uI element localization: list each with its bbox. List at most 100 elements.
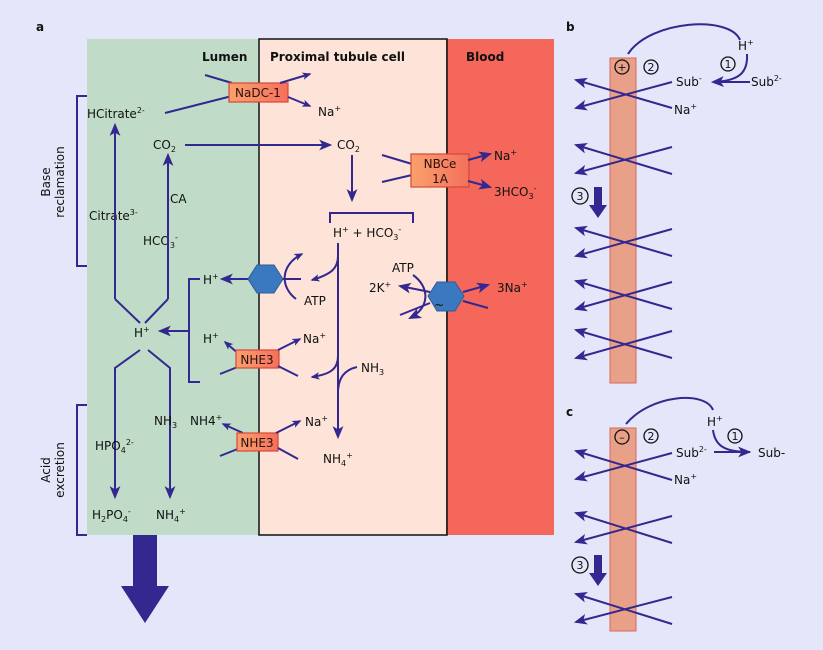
nhe3b-na-arrow [275, 420, 302, 434]
nhe3-h-in-line [277, 365, 299, 377]
svg-text:1: 1 [732, 430, 739, 443]
hpo4-label: HPO42- [95, 438, 134, 455]
nhe3-bottom-label: NHE3 [240, 436, 273, 450]
hpo4-to-h2po4-arrow [109, 349, 141, 500]
svg-text:2: 2 [648, 61, 655, 74]
sub-label-b: Sub- [676, 74, 702, 89]
carbonic-bracket [329, 212, 414, 223]
citrate-label: Citrate3- [89, 208, 138, 223]
cell-region [258, 38, 448, 536]
h-charge-arc-c [625, 397, 714, 425]
panel-c-label: c [566, 405, 573, 419]
atp-naK-label: ATP [392, 261, 414, 275]
step-1-marker-c [727, 428, 743, 444]
nbce-hco3-arrow [467, 178, 493, 190]
nh3-cell-label: NH3 [361, 361, 384, 377]
nadc-in-line-2 [164, 95, 233, 114]
na3-arrow [462, 282, 491, 294]
atp-naK-arrow [408, 274, 427, 319]
na-blood-label: Na+ [494, 148, 517, 163]
na-label-b: Na+ [674, 102, 697, 117]
nhe3b-nh4-in-line [277, 447, 299, 460]
ca-label: CA [170, 192, 187, 206]
positive-charge-marker [614, 59, 630, 75]
nhe3-top-label: NHE3 [240, 353, 273, 367]
svg-text:reclamation: reclamation [53, 146, 67, 217]
blood-title: Blood [466, 50, 504, 64]
base-reclamation-bracket [76, 95, 87, 267]
svg-text:3: 3 [577, 559, 584, 572]
h2po4-label: H2PO4- [92, 507, 131, 524]
nbce-in-line-1 [381, 154, 413, 165]
k-label: 2K+ [369, 280, 391, 295]
nh4-nhe-label: NH4+ [190, 413, 222, 428]
hco3-lumen-label: HCO3- [143, 233, 178, 250]
sub-label-c: Sub- [758, 446, 785, 460]
step-1-marker-b [720, 56, 736, 72]
nh4-cell-label: NH4+ [323, 451, 353, 468]
h-to-pump-arrow [310, 255, 339, 282]
h-label-b: H+ [738, 38, 754, 53]
hcitrate-label: HCitrate2- [87, 106, 145, 121]
svg-text:1: 1 [725, 58, 732, 71]
svg-text:excretion: excretion [53, 442, 67, 498]
na3-in-line [462, 300, 489, 309]
na-nhe2-label: Na+ [305, 414, 328, 429]
acid-excretion-label: Acid excretion [39, 442, 67, 498]
step-2-marker-b [643, 59, 659, 75]
h-center-label: H+ [134, 325, 150, 340]
h-pump-label: H+ [203, 272, 219, 287]
nadc-out-arrow-1 [279, 72, 312, 84]
step-3-arrow-b [589, 187, 607, 218]
nhe3-transporter-top [235, 349, 280, 369]
hco3-blood-label: 3HCO3- [494, 184, 537, 201]
negative-charge-marker [614, 429, 630, 445]
panel-a-label: a [36, 20, 44, 34]
nbce-label-1: NBCe [424, 157, 457, 171]
svg-text:–: – [619, 431, 625, 444]
nhe3-transporter-bottom [236, 432, 279, 452]
step-3-marker-c [571, 556, 589, 574]
nbce-in-line-2 [381, 174, 413, 183]
blood-region [447, 39, 554, 535]
lumen-title: Lumen [202, 50, 247, 64]
nbce1a-transporter [410, 153, 470, 188]
step-3-marker-b [571, 187, 589, 205]
acid-excretion-bracket [76, 404, 87, 536]
nadc-in-line-1 [204, 74, 233, 84]
h-label-c: H+ [707, 414, 723, 429]
h-charge-arc-b [627, 23, 741, 55]
svg-text:Base: Base [39, 167, 53, 196]
cotransport-arrows-b [573, 77, 673, 361]
panel-b-label: b [566, 20, 575, 34]
base-reclamation-label: Base reclamation [39, 146, 67, 217]
nbce-label-2: 1A [432, 172, 449, 186]
na-nadc-label: Na+ [318, 104, 341, 119]
h-nhe-label: H+ [203, 331, 219, 346]
hub-line-ur [144, 298, 169, 324]
h-pump-atp-arrow [283, 253, 304, 300]
nbce-na-arrow [467, 151, 493, 163]
excretion-arrow [121, 535, 169, 623]
na-nhe-label: Na+ [303, 331, 326, 346]
tilde-label: ~ [434, 298, 444, 312]
membrane-b [609, 57, 637, 384]
step-2-marker-c [643, 428, 659, 444]
na-k-atpase-pump [427, 281, 465, 312]
nh3-to-nh4-arrow [147, 349, 176, 500]
nhe3-na-arrow [277, 338, 302, 351]
h-hco3-label: H+ + HCO3- [333, 225, 401, 242]
na-label-c: Na+ [674, 472, 697, 487]
co2-lumen-label: CO2 [153, 138, 176, 154]
svg-text:2: 2 [648, 430, 655, 443]
atp-pump-label: ATP [304, 294, 326, 308]
sub2-label-c: Sub2- [676, 445, 707, 460]
svg-text:+: + [617, 61, 626, 74]
nhe3-nh4-out-arrow [221, 423, 244, 434]
nh4-lumen-label: NH4+ [156, 507, 186, 524]
nadc-out-arrow-2 [287, 96, 312, 107]
nh3-join-line [337, 366, 358, 391]
sub2-label-b: Sub2- [751, 74, 782, 89]
nadc1-label: NaDC-1 [235, 86, 281, 100]
